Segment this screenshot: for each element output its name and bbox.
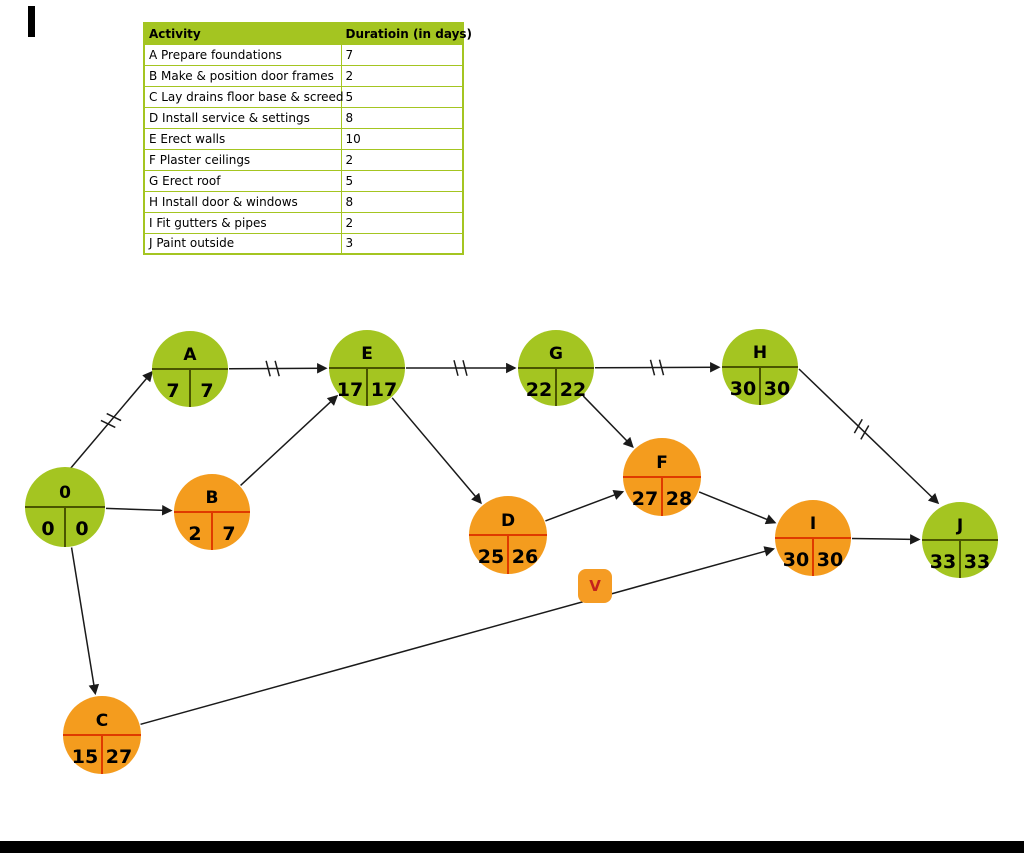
activity-table: Activity Duratioin (in days) A Prepare f… <box>143 22 472 255</box>
edge-H-J <box>798 368 940 505</box>
node-late-time: 28 <box>666 488 692 510</box>
edge-E-G <box>406 360 517 376</box>
top-left-black-bar <box>28 6 35 37</box>
critical-path-tick-icon <box>860 425 870 440</box>
node-early-time: 27 <box>632 488 658 510</box>
activity-column-header: Activity <box>143 22 342 45</box>
critical-path-tick-icon <box>106 412 122 422</box>
critical-path-tick-icon <box>265 360 271 377</box>
edge-B-E <box>240 394 339 487</box>
critical-path-tick-icon <box>853 418 863 434</box>
duration-cell: 3 <box>340 232 464 255</box>
node-late-time: 30 <box>764 378 790 400</box>
critical-path-tick-icon <box>274 360 280 377</box>
activity-cell: J Paint outside <box>143 232 342 255</box>
edge-A-E <box>228 360 328 377</box>
edge-F-I <box>698 491 777 525</box>
node-early-time: 30 <box>730 378 756 400</box>
node-C: C 15 27 <box>63 696 141 774</box>
node-late-time: 0 <box>75 518 88 540</box>
critical-path-tick-icon <box>649 359 656 376</box>
critical-path-tick-icon <box>462 360 468 376</box>
node-late-time: 33 <box>964 551 990 573</box>
node-early-time: 30 <box>783 549 809 571</box>
node-late-time: 22 <box>560 379 586 401</box>
edge-E-D <box>391 397 482 505</box>
activity-cell: I Fit gutters & pipes <box>143 211 342 234</box>
node-early-time: 15 <box>72 746 98 768</box>
node-label: C <box>96 711 108 731</box>
node-G: G 22 22 <box>518 330 594 406</box>
node-label: A <box>183 345 197 365</box>
edge-0-C <box>70 547 100 696</box>
node-J: J33 33 <box>922 502 998 578</box>
bottom-black-bar <box>0 841 1024 853</box>
v-marker-button[interactable]: V <box>578 569 612 603</box>
node-early-time: 33 <box>930 551 956 573</box>
edge-G-F <box>582 395 634 449</box>
edge-C-I <box>140 546 776 726</box>
edge-0-A <box>69 370 154 470</box>
node-H: H 30 30 <box>722 329 798 405</box>
edge-D-F <box>545 490 625 522</box>
node-late-time: 7 <box>200 380 213 402</box>
critical-path-tick-icon <box>100 419 116 429</box>
node-late-time: 17 <box>371 379 397 401</box>
node-early-time: 17 <box>337 379 363 401</box>
node-D: D 25 26 <box>469 496 547 574</box>
critical-path-tick-icon <box>658 359 665 376</box>
node-label: D <box>501 511 515 531</box>
node-early-time: 2 <box>188 523 201 545</box>
node-late-time: 26 <box>512 546 538 568</box>
node-late-time: 7 <box>222 523 235 545</box>
node-late-time: 30 <box>817 549 843 571</box>
node-label: I <box>810 514 816 534</box>
node-label: E <box>361 344 373 364</box>
edge-0-B <box>105 505 173 516</box>
node-early-time: 0 <box>41 518 54 540</box>
node-early-time: 25 <box>478 546 504 568</box>
node-early-time: 7 <box>166 380 179 402</box>
node-label: J <box>956 516 963 536</box>
edge-I-J <box>851 534 921 545</box>
node-label: B <box>206 488 219 508</box>
node-label: 0 <box>59 483 71 503</box>
activity-cell: C Lay drains floor base & screed <box>143 85 344 108</box>
node-I: I30 30 <box>775 500 851 576</box>
node-late-time: 27 <box>106 746 132 768</box>
node-label: F <box>656 453 668 473</box>
critical-path-tick-icon <box>453 360 459 376</box>
node-F: F 27 28 <box>623 438 701 516</box>
node-E: E 17 17 <box>329 330 405 406</box>
node-early-time: 22 <box>526 379 552 401</box>
node-label: H <box>753 343 767 363</box>
node-label: G <box>549 344 563 364</box>
table-header-row: Activity Duratioin (in days) <box>143 22 472 45</box>
edge-G-H <box>594 359 721 376</box>
